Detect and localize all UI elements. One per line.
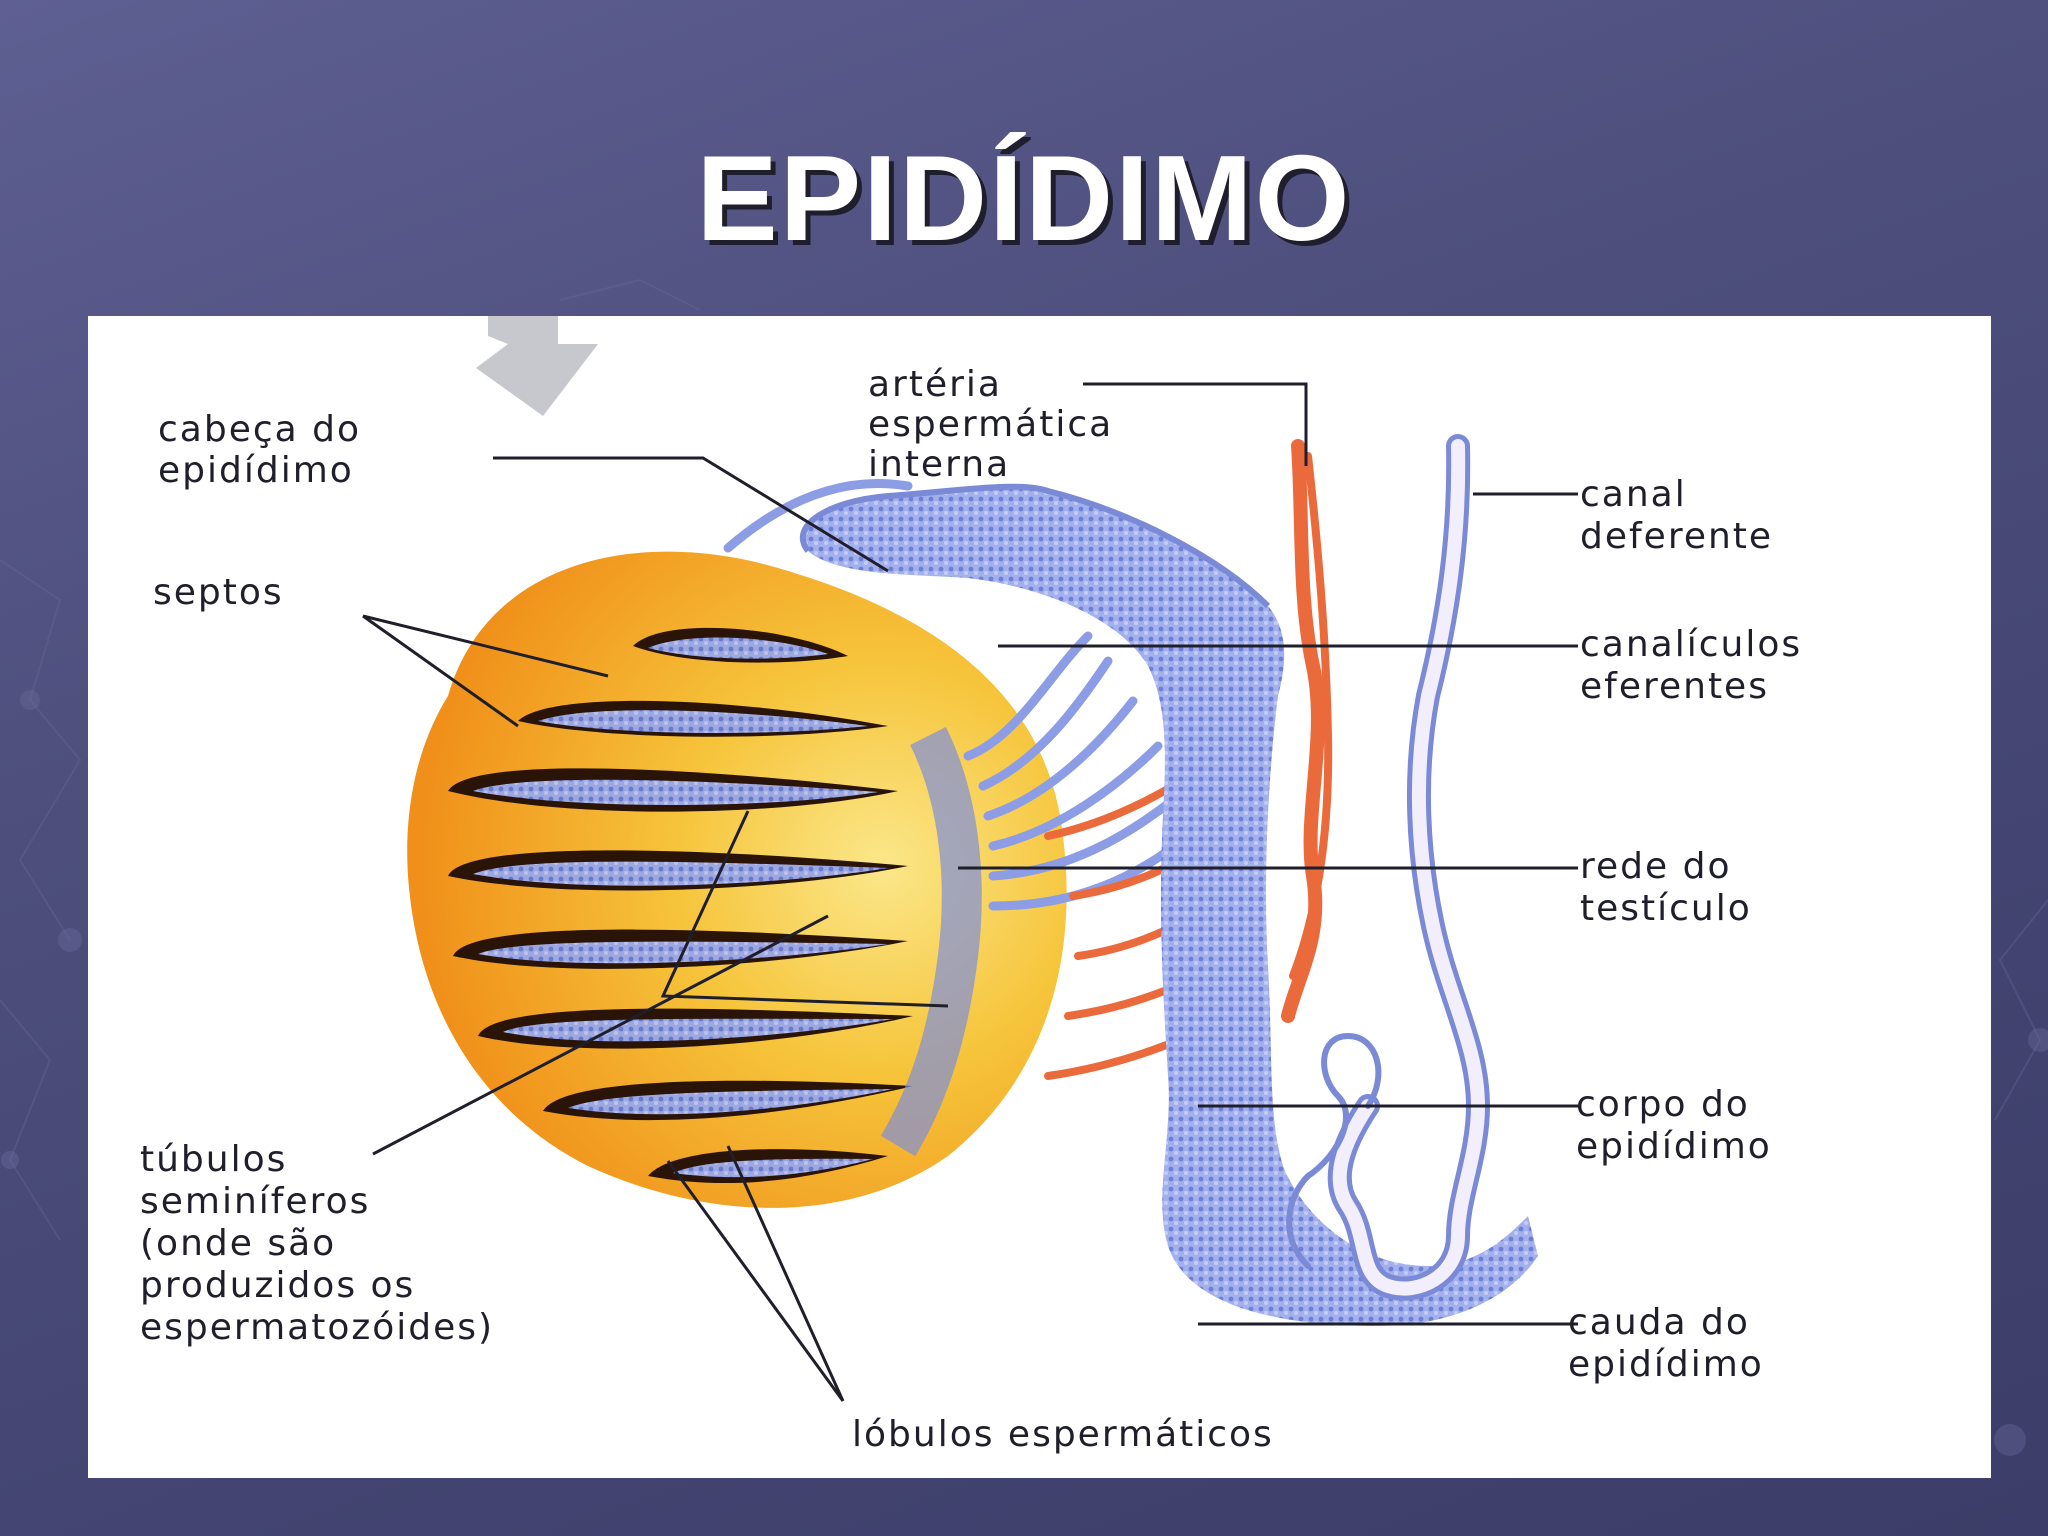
slide-title: EPIDÍDIMO [696, 130, 1352, 266]
label-cabeca: cabeça do epidídimo [158, 409, 374, 491]
pointer-arrow-icon [476, 316, 598, 416]
spermatic-artery [1281, 439, 1333, 1023]
epididymis [799, 483, 1538, 1327]
label-septos: septos [153, 572, 284, 613]
epididymis-diagram: artéria espermática interna cabeça do ep… [88, 316, 1991, 1478]
label-canal: canal deferente [1580, 474, 1773, 557]
label-tubulos: túbulos seminíferos (onde são produzidos… [140, 1139, 494, 1348]
label-lobulos: lóbulos espermáticos [852, 1414, 1274, 1455]
leader-lines [362, 382, 1578, 1402]
label-canaliculos: canalículos eferentes [1580, 624, 1816, 707]
label-rede: rede do testículo [1580, 846, 1752, 929]
label-cauda: cauda do epidídimo [1568, 1302, 1764, 1385]
testis [407, 551, 1067, 1208]
label-arteria: artéria espermática interna [868, 364, 1127, 485]
label-corpo: corpo do epidídimo [1576, 1084, 1772, 1167]
